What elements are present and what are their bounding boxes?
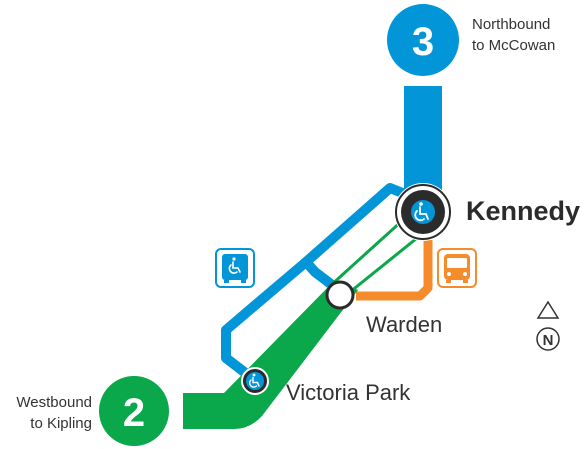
warden-station-label: Warden [366,312,443,337]
line-2-destination: to Kipling [30,415,92,432]
accessible-bus-wheels [224,280,229,283]
wheelchair-icon [228,257,241,274]
line-2-track [183,280,358,429]
kennedy-station-label: Kennedy [466,196,581,226]
line-3-badge [387,4,459,76]
wheelchair-icon [248,373,260,388]
accessible-bus-wheels [241,280,246,283]
line-3-direction: Northbound [472,16,551,33]
wheelchair-icon [414,202,429,222]
victoria-park-station-label: Victoria Park [286,380,411,405]
line-3-destination: to McCowan [472,37,556,54]
line-2-direction: Westbound [16,394,92,411]
compass-north-letter: N [543,332,554,349]
line-2-badge [99,376,169,446]
line-3-trunk [404,86,442,196]
warden-station-marker [325,280,355,310]
line-3-number: 3 [412,20,434,64]
line-2-terminal-label: Westbound to Kipling [0,392,92,434]
bus-icon [444,254,470,283]
line-3-loop-track [221,183,425,383]
line-3-terminal-label: Northbound to McCowan [472,14,555,56]
accessible-bus-icon [222,254,248,280]
line-2-number: 2 [123,391,145,435]
kennedy-station-marker [395,184,451,240]
north-arrow-icon [536,300,560,351]
bus-route-track [356,240,433,301]
